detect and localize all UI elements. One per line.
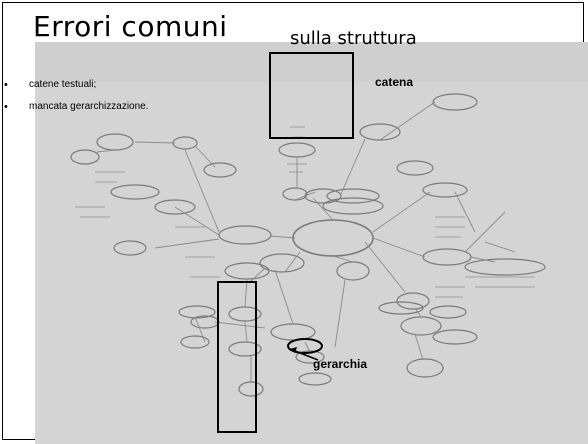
slide-title: Errori comuni <box>33 10 228 43</box>
hierarchy-highlight-box <box>217 281 257 433</box>
bullet-item: mancata gerarchizzazione. <box>4 100 149 122</box>
hierarchy-circle <box>287 338 323 354</box>
slide-subtitle: sulla struttura <box>290 28 417 49</box>
chain-label: catena <box>375 75 414 89</box>
chain-highlight-box <box>269 52 354 139</box>
bullet-item: catene testuali; <box>4 78 149 100</box>
arrowhead-icon <box>290 347 297 353</box>
hierarchy-label: gerarchia <box>313 357 368 371</box>
bullet-list: catene testuali; mancata gerarchizzazion… <box>4 78 149 122</box>
